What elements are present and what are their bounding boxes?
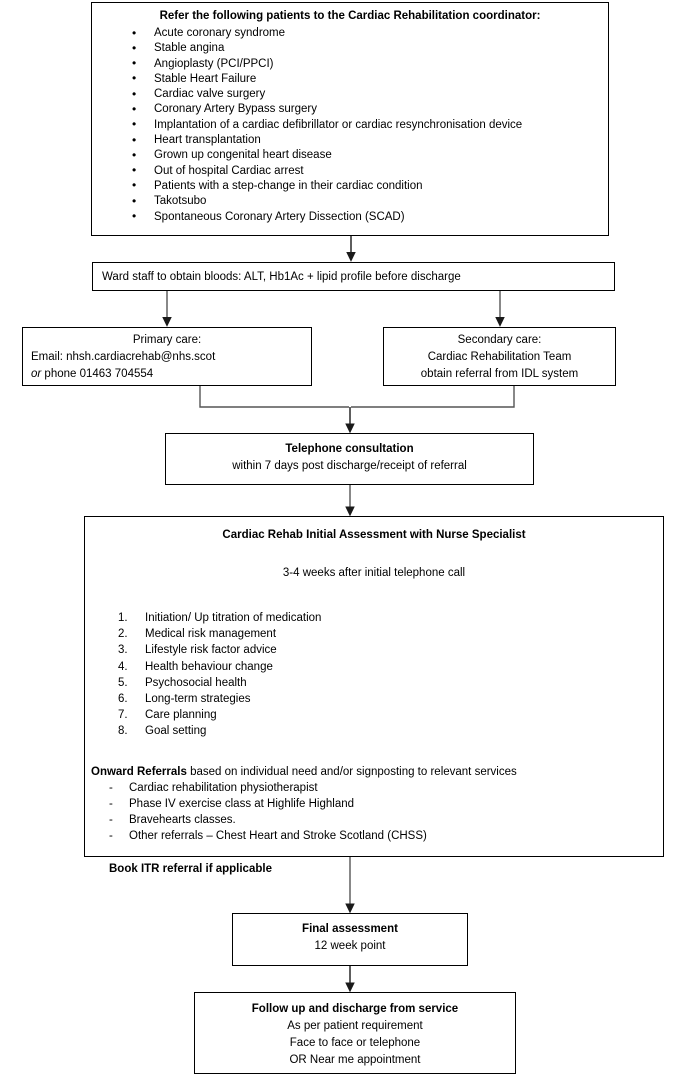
followup-title: Follow up and discharge from service <box>251 1003 459 1015</box>
connector-secondary-to-join <box>351 386 515 408</box>
list-item: 3. Lifestyle risk factor advice <box>85 642 663 658</box>
telephone-consultation-title: Telephone consultation <box>285 443 414 455</box>
item-number: 3. <box>118 644 128 657</box>
final-assessment-box: Final assessment 12 week point <box>232 913 468 966</box>
primary-care-phone-number: phone 01463 704554 <box>41 368 154 380</box>
list-item: Spontaneous Coronary Artery Dissection (… <box>92 209 608 225</box>
list-item: Other referrals – Chest Heart and Stroke… <box>85 828 663 844</box>
primary-care-phone: or phone 01463 704554 <box>31 366 303 383</box>
item-label: Medical risk management <box>145 628 277 641</box>
secondary-care-box: Secondary care: Cardiac Rehabilitation T… <box>383 327 616 386</box>
item-number: 2. <box>118 628 128 641</box>
list-item: Grown up congenital heart disease <box>92 148 608 164</box>
list-item: Out of hospital Cardiac arrest <box>92 163 608 179</box>
followup-discharge-box: Follow up and discharge from service As … <box>194 992 516 1074</box>
followup-line-2: As per patient requirement <box>287 1020 423 1032</box>
book-itr-referral-note: Book ITR referral if applicable <box>109 863 272 876</box>
list-item: 7. Care planning <box>85 707 663 723</box>
initial-assessment-title: Cardiac Rehab Initial Assessment with Nu… <box>222 529 526 541</box>
item-label: Long-term strategies <box>145 693 251 706</box>
secondary-care-idl: obtain referral from IDL system <box>420 368 579 380</box>
referral-criteria-box: Refer the following patients to the Card… <box>91 2 609 236</box>
secondary-care-title: Secondary care: <box>457 334 542 346</box>
secondary-care-team: Cardiac Rehabilitation Team <box>427 351 572 363</box>
list-item: 4. Health behaviour change <box>85 659 663 675</box>
list-item: 6. Long-term strategies <box>85 691 663 707</box>
initial-assessment-subtitle: 3-4 weeks after initial telephone call <box>282 567 466 579</box>
item-number: 7. <box>118 709 128 722</box>
referral-criteria-heading: Refer the following patients to the Card… <box>159 10 541 22</box>
list-item: Acute coronary syndrome <box>92 25 608 41</box>
list-item: Implantation of a cardiac defibrillator … <box>92 117 608 133</box>
final-assessment-title: Final assessment <box>302 923 398 935</box>
list-item: Heart transplantation <box>92 133 608 149</box>
item-number: 4. <box>118 660 128 673</box>
item-number: 5. <box>118 676 128 689</box>
assessment-numbered-list: 1. Initiation/ Up titration of medication… <box>85 610 663 740</box>
primary-care-email: Email: nhsh.cardiacrehab@nhs.scot <box>31 351 216 363</box>
list-item: Stable angina <box>92 41 608 57</box>
primary-care-title: Primary care: <box>132 334 202 346</box>
item-label: Initiation/ Up titration of medication <box>145 612 322 624</box>
initial-assessment-box: Cardiac Rehab Initial Assessment with Nu… <box>84 516 664 875</box>
list-item: Patients with a step-change in their car… <box>92 178 608 194</box>
primary-care-box: Primary care: Email: nhsh.cardiacrehab@n… <box>22 327 312 386</box>
ward-staff-text: Ward staff to obtain bloods: ALT, Hb1Ac … <box>102 270 461 283</box>
item-number: 8. <box>118 725 128 738</box>
final-assessment-subtitle: 12 week point <box>314 940 386 952</box>
list-item: 1. Initiation/ Up titration of medication <box>85 610 663 626</box>
ward-staff-bloods-box: Ward staff to obtain bloods: ALT, Hb1Ac … <box>92 262 615 291</box>
item-number: 1. <box>118 612 128 624</box>
referral-criteria-list: Acute coronary syndrome Stable angina An… <box>92 25 608 225</box>
list-item: Coronary Artery Bypass surgery <box>92 102 608 118</box>
primary-care-phone-prefix: or <box>31 368 42 380</box>
connector-primary-to-join <box>199 386 349 408</box>
list-item: 2. Medical risk management <box>85 626 663 642</box>
telephone-consultation-subtitle: within 7 days post discharge/receipt of … <box>232 460 467 472</box>
list-item: 5. Psychosocial health <box>85 675 663 691</box>
onward-referrals-heading: Onward Referrals based on individual nee… <box>85 764 663 780</box>
onward-referrals-label: Onward Referrals <box>91 765 187 778</box>
item-label: Health behaviour change <box>145 660 273 673</box>
list-item: 8. Goal setting <box>85 723 663 739</box>
onward-referrals-description: based on individual need and/or signpost… <box>186 765 517 778</box>
item-label: Goal setting <box>145 725 207 738</box>
item-label: Lifestyle risk factor advice <box>145 644 277 657</box>
followup-line-3: Face to face or telephone <box>289 1037 421 1049</box>
item-label: Psychosocial health <box>145 676 247 689</box>
list-item: Cardiac rehabilitation physiotherapist <box>85 780 663 796</box>
list-item: Bravehearts classes. <box>85 812 663 828</box>
list-item: Cardiac valve surgery <box>92 87 608 103</box>
onward-referrals-list: Cardiac rehabilitation physiotherapist P… <box>85 780 663 845</box>
item-label: Care planning <box>145 709 217 722</box>
telephone-consultation-box: Telephone consultation within 7 days pos… <box>165 433 534 485</box>
list-item: Phase IV exercise class at Highlife High… <box>85 796 663 812</box>
followup-line-4: OR Near me appointment <box>289 1054 421 1066</box>
list-item: Stable Heart Failure <box>92 71 608 87</box>
item-number: 6. <box>118 693 128 706</box>
list-item: Takotsubo <box>92 194 608 210</box>
list-item: Angioplasty (PCI/PPCI) <box>92 56 608 72</box>
